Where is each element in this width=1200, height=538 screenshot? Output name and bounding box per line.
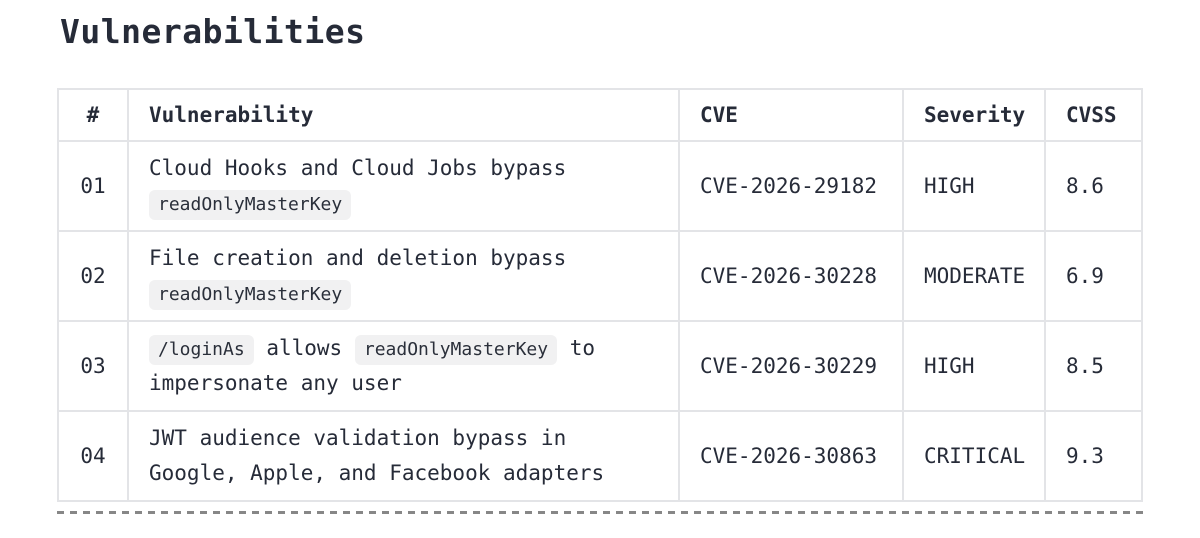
code-chip: readOnlyMasterKey: [149, 190, 352, 220]
cell-severity: HIGH: [902, 320, 1046, 412]
cell-num: 03: [57, 320, 129, 412]
column-header-cvss: CVSS: [1044, 88, 1143, 142]
column-header-cve: CVE: [678, 88, 904, 142]
cell-cve: CVE-2026-30229: [678, 320, 904, 412]
cell-cvss: 9.3: [1044, 410, 1143, 502]
code-chip: readOnlyMasterKey: [149, 280, 352, 310]
cell-vulnerability: File creation and deletion bypass readOn…: [127, 230, 680, 322]
cell-cvss: 8.6: [1044, 140, 1143, 232]
cell-severity: CRITICAL: [902, 410, 1046, 502]
cell-cvss: 6.9: [1044, 230, 1143, 322]
page-title: Vulnerabilities: [60, 12, 366, 51]
cell-vulnerability: Cloud Hooks and Cloud Jobs bypass readOn…: [127, 140, 680, 232]
column-header-num: #: [57, 88, 129, 142]
code-chip: /loginAs: [149, 335, 254, 365]
code-chip: readOnlyMasterKey: [354, 335, 558, 365]
cell-vulnerability: /loginAs allows readOnlyMasterKey to imp…: [127, 320, 680, 412]
cell-num: 04: [57, 410, 129, 502]
cell-num: 02: [57, 230, 129, 322]
table-row: 03/loginAs allows readOnlyMasterKey to i…: [57, 320, 1143, 412]
cell-cve: CVE-2026-30863: [678, 410, 904, 502]
cell-cvss: 8.5: [1044, 320, 1143, 412]
cell-num: 01: [57, 140, 129, 232]
cell-severity: HIGH: [902, 140, 1046, 232]
cell-cve: CVE-2026-30228: [678, 230, 904, 322]
column-header-vulnerability: Vulnerability: [127, 88, 680, 142]
cell-vulnerability: JWT audience validation bypass in Google…: [127, 410, 680, 502]
dashed-divider: [57, 511, 1143, 514]
cell-cve: CVE-2026-29182: [678, 140, 904, 232]
column-header-severity: Severity: [902, 88, 1046, 142]
cell-severity: MODERATE: [902, 230, 1046, 322]
